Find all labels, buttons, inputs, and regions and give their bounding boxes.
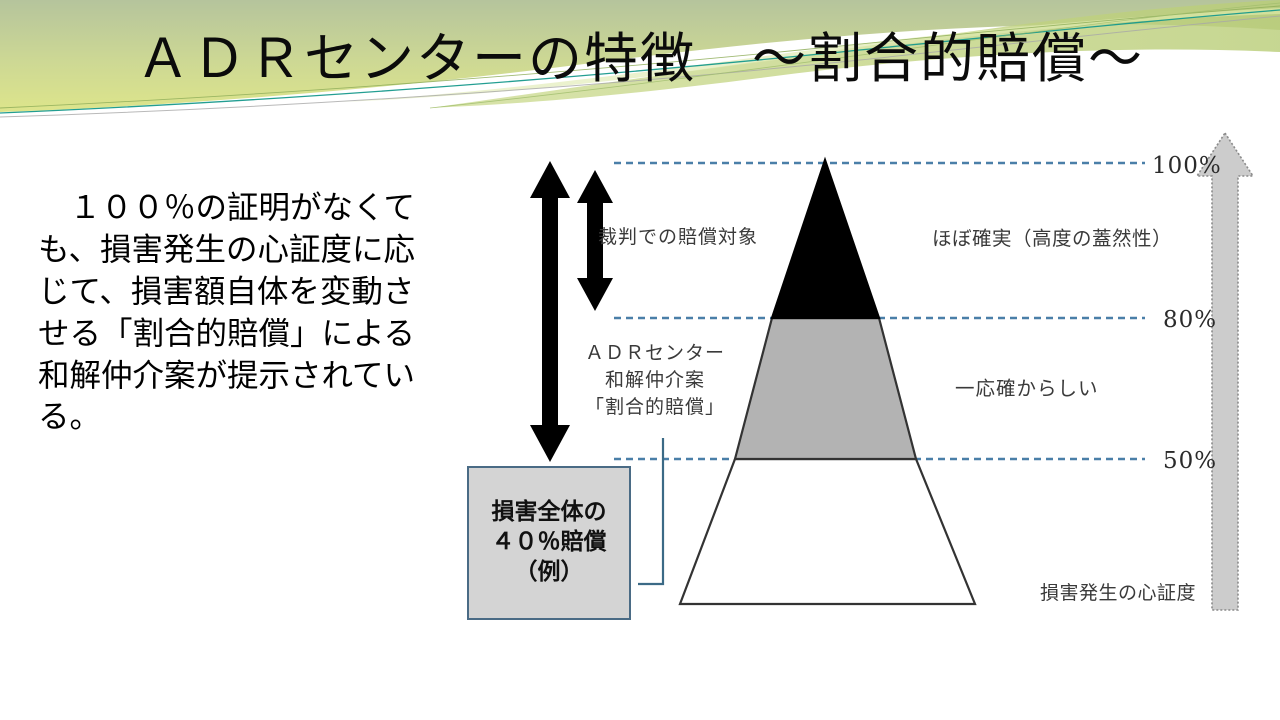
label-adr-line2: 和解仲介案 xyxy=(604,368,705,391)
callout-line1: 損害全体の xyxy=(491,499,607,526)
callout-box: 損害全体の ４０％賠償 （例） xyxy=(467,466,631,620)
callout-line3: （例） xyxy=(514,558,584,585)
banner-hairline-grey xyxy=(0,15,1280,118)
banner-hairline-green2 xyxy=(429,2,1280,109)
tick-label-100: 100% xyxy=(1152,153,1222,179)
banner-hairline-green xyxy=(0,5,1280,109)
tick-label-80: 80% xyxy=(1163,307,1218,333)
callout-connector xyxy=(638,438,665,586)
label-court-target: 裁判での賠償対象 xyxy=(598,226,759,248)
label-adr-proposal: ＡＤＲセンター 和解仲介案 「割合的賠償」 xyxy=(560,340,750,421)
arrow-adr-range xyxy=(530,161,570,462)
tick-label-50: 50% xyxy=(1163,448,1218,474)
conviction-axis-arrow xyxy=(1195,131,1255,611)
label-probable: 一応確からしい xyxy=(955,377,1099,400)
pyramid-band-middle xyxy=(733,316,918,461)
label-adr-line1: ＡＤＲセンター xyxy=(584,342,725,364)
banner-hairline-teal xyxy=(0,9,1280,114)
label-conviction-axis: 損害発生の心証度 xyxy=(1040,582,1197,604)
callout-line2: ４０％賠償 xyxy=(491,529,607,556)
header-banner xyxy=(0,0,1280,118)
page-title: ＡＤＲセンターの特徴 〜割合的賠償〜 xyxy=(136,27,1144,90)
pyramid-band-bottom xyxy=(678,457,977,606)
pyramid-band-top xyxy=(770,156,881,320)
body-paragraph: １００％の証明がなくても、損害発生の心証度に応じて、損害額自体を変動させる「割合… xyxy=(38,190,416,436)
label-almost-certain: ほぼ確実（高度の蓋然性） xyxy=(932,227,1173,250)
arrow-court-range xyxy=(577,170,613,311)
label-adr-line3: 「割合的賠償」 xyxy=(584,395,725,418)
